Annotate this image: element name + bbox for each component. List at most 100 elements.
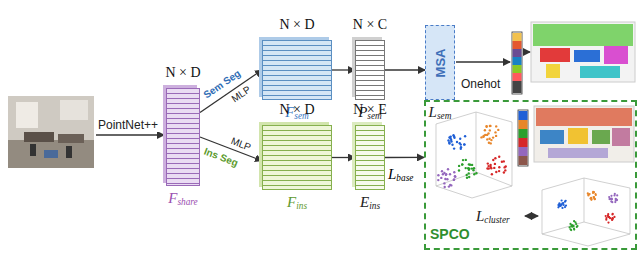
point: [611, 201, 613, 203]
point: [487, 132, 489, 134]
subscript: ins: [296, 201, 307, 211]
point: [616, 199, 618, 201]
point: [614, 193, 616, 195]
loss-label: Lbase: [388, 166, 413, 183]
point: [449, 173, 451, 175]
feature-block: N × DFsem: [262, 40, 332, 100]
point: [589, 193, 591, 195]
point: [607, 213, 609, 215]
point: [473, 173, 475, 175]
point: [492, 159, 494, 161]
point: [488, 142, 490, 144]
point: [574, 221, 576, 223]
point: [608, 216, 610, 218]
point: [503, 166, 505, 168]
point: [450, 184, 452, 186]
point: [448, 136, 450, 138]
branch-label: Ins Seg: [202, 145, 239, 168]
flow-arrow: [385, 157, 424, 158]
point: [491, 173, 493, 175]
point: [616, 199, 618, 201]
loss-label: Lcluster: [476, 208, 510, 225]
subscript: base: [396, 173, 413, 183]
point: [611, 198, 613, 200]
point: [595, 194, 597, 196]
point: [593, 196, 595, 198]
point: [594, 198, 596, 200]
feature-block: N × DFins: [262, 125, 332, 190]
point: [461, 163, 463, 165]
point: [475, 172, 477, 174]
point: [592, 191, 594, 193]
point: [495, 125, 497, 127]
symbol-label: Eins: [360, 194, 380, 211]
pointnet-arrow: [96, 134, 164, 135]
point: [463, 143, 465, 145]
onehot-arrow: [456, 61, 510, 62]
semantic-output-scene: [531, 22, 635, 82]
point: [613, 216, 615, 218]
point: [497, 129, 499, 131]
point: [444, 186, 446, 188]
msa-box: MSALsem: [425, 25, 455, 100]
point: [607, 222, 609, 224]
point: [573, 229, 575, 231]
point: [448, 142, 450, 144]
point: [467, 167, 469, 169]
dimension-label: N × E: [353, 102, 387, 118]
point: [463, 143, 465, 145]
point: [572, 225, 574, 227]
point: [504, 169, 506, 171]
point: [456, 141, 458, 143]
point: [610, 200, 612, 202]
point: [485, 125, 487, 127]
feature-block: N × DFshare: [166, 88, 200, 186]
point: [441, 170, 443, 172]
point: [480, 136, 482, 138]
point: [561, 199, 563, 201]
cluster-loss-arrow: [525, 215, 538, 216]
point: [489, 164, 491, 166]
point: [446, 178, 448, 180]
point: [611, 218, 613, 220]
point: [459, 138, 461, 140]
point: [503, 171, 505, 173]
point: [437, 179, 439, 181]
point: [612, 213, 614, 215]
point: [611, 217, 613, 219]
point: [445, 173, 447, 175]
point: [608, 198, 610, 200]
point: [451, 144, 453, 146]
point: [454, 176, 456, 178]
point: [493, 167, 495, 169]
point: [458, 165, 460, 167]
point: [494, 131, 496, 133]
onehot-bar: [512, 32, 522, 94]
point: [616, 194, 618, 196]
point: [557, 206, 559, 208]
embedding-scatter: [436, 112, 512, 198]
point: [615, 199, 617, 201]
point: [611, 213, 613, 215]
flow-arrow: [332, 157, 355, 158]
point: [593, 191, 595, 193]
point: [442, 173, 444, 175]
cluster-scatter: [542, 178, 630, 246]
point: [461, 163, 463, 165]
point: [453, 178, 455, 180]
point: [472, 169, 474, 171]
point: [569, 223, 571, 225]
point: [483, 135, 485, 137]
point: [594, 193, 596, 195]
point: [445, 174, 447, 176]
point: [468, 163, 470, 165]
point: [494, 163, 496, 165]
point: [454, 175, 456, 177]
point: [573, 225, 575, 227]
symbol-label: Fshare: [168, 190, 198, 207]
point: [560, 205, 562, 207]
point: [468, 172, 470, 174]
point: [458, 169, 460, 171]
point: [462, 159, 464, 161]
